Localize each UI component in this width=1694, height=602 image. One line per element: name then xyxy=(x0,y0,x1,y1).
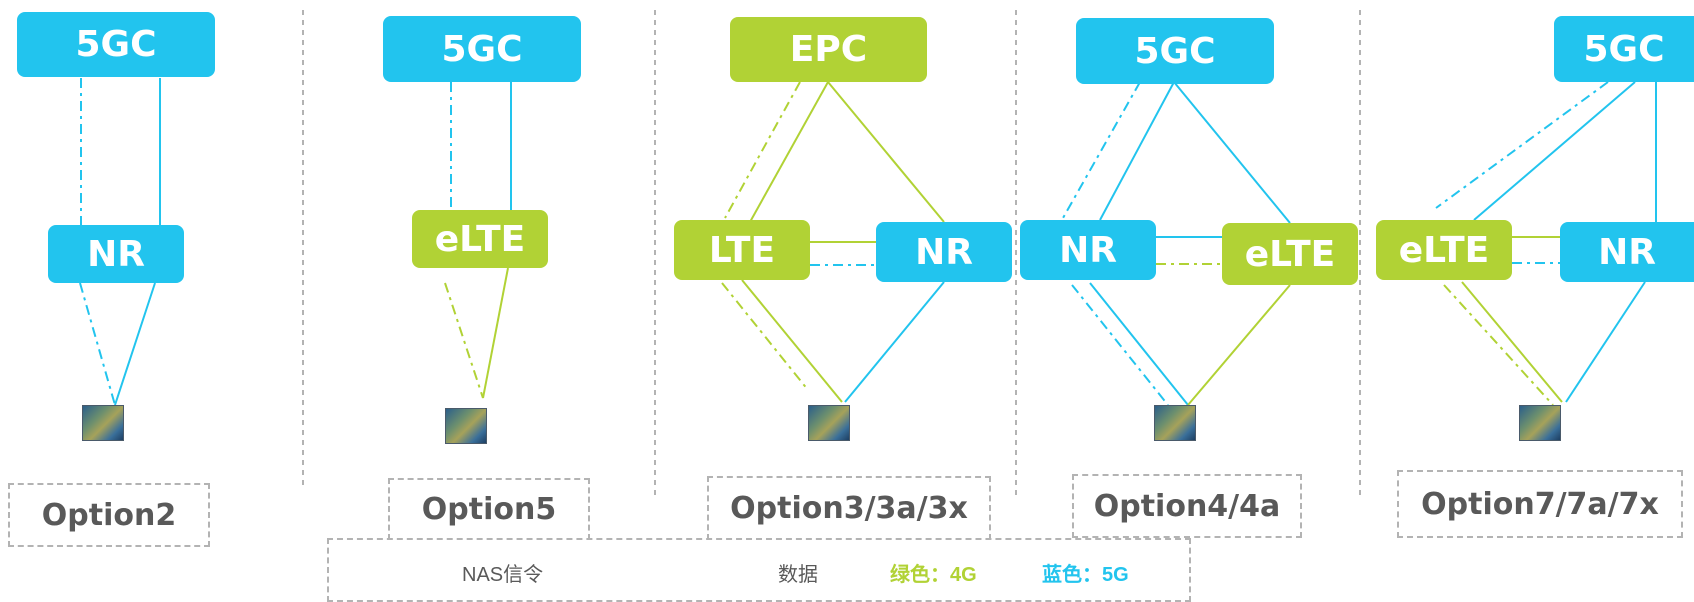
legend-data-label: 数据 xyxy=(778,564,818,586)
ue-device-icon xyxy=(1519,405,1561,441)
option-label: Option2 xyxy=(8,483,210,547)
node-nr-option3: NR xyxy=(876,222,1012,282)
signal-elte-ue xyxy=(444,282,484,399)
data-elte-ue xyxy=(1461,281,1563,403)
data-5gc-elte xyxy=(1473,81,1636,221)
legend-blue-note: 蓝色：5G xyxy=(1042,564,1129,586)
legend-green-note: 绿色：4G xyxy=(890,564,977,586)
signal-lte-ue xyxy=(721,282,809,391)
option-label: Option4/4a xyxy=(1072,474,1302,538)
panel-option7-links xyxy=(1435,81,1657,406)
ue-device-icon xyxy=(1154,405,1196,441)
data-epc-lte xyxy=(749,81,829,223)
data-5gc-nr xyxy=(1099,81,1175,221)
node-5gc-option5: 5GC xyxy=(383,16,581,82)
data-nr-ue xyxy=(1089,282,1189,406)
signal-nr-ue xyxy=(1071,284,1169,406)
node-5gc-option7: 5GC xyxy=(1554,16,1694,82)
data-nr-ue xyxy=(114,282,156,406)
signal-5gc-nr xyxy=(1062,81,1141,219)
signal-nr-ue xyxy=(79,282,116,406)
option-label: Option3/3a/3x xyxy=(707,476,991,540)
node-lte-option3: LTE xyxy=(674,220,810,280)
node-nr-option4: NR xyxy=(1020,220,1156,280)
data-elte-ue xyxy=(1187,284,1291,406)
node-elte-option5: eLTE xyxy=(412,210,548,268)
node-nr-option7: NR xyxy=(1560,222,1694,282)
legend xyxy=(327,538,1191,602)
option-label: Option5 xyxy=(388,478,590,540)
node-5gc-option2: 5GC xyxy=(17,12,215,77)
ue-device-icon xyxy=(445,408,487,444)
node-elte-option7: eLTE xyxy=(1376,220,1512,280)
signal-elte-ue xyxy=(1443,284,1554,406)
data-lte-ue xyxy=(741,279,843,403)
ue-device-icon xyxy=(808,405,850,441)
signal-epc-lte xyxy=(724,81,801,219)
panel-option3-links xyxy=(721,81,945,403)
panel-option2-links xyxy=(79,78,161,406)
node-elte-option4: eLTE xyxy=(1222,223,1358,285)
node-epc-option3: EPC xyxy=(730,17,927,82)
option-label: Option7/7a/7x xyxy=(1397,470,1683,538)
signal-5gc-elte xyxy=(1435,81,1609,209)
data-nr-ue xyxy=(844,281,945,403)
data-5gc-elte xyxy=(1173,81,1291,224)
panel-option4-links xyxy=(1062,81,1291,406)
data-elte-ue xyxy=(482,267,509,399)
panel-option5-links xyxy=(444,82,512,399)
legend-signaling-label: NAS信令 xyxy=(462,564,544,586)
data-nr-ue xyxy=(1565,281,1646,403)
panel-separators xyxy=(302,10,1361,495)
ue-device-icon xyxy=(82,405,124,441)
node-nr-option2: NR xyxy=(48,225,184,283)
node-5gc-option4: 5GC xyxy=(1076,18,1274,84)
data-epc-nr xyxy=(827,81,945,223)
